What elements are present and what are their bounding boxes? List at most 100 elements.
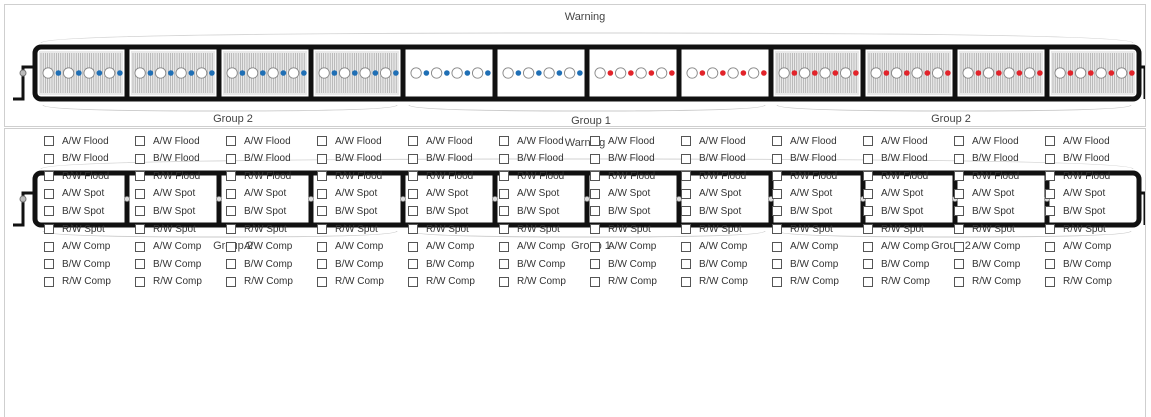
- option-checkbox[interactable]: [135, 241, 145, 252]
- option-checkbox[interactable]: [1045, 171, 1055, 182]
- option-checkbox[interactable]: [954, 136, 964, 146]
- option-checkbox[interactable]: [499, 224, 509, 234]
- option-checkbox[interactable]: [772, 259, 782, 270]
- option-checkbox[interactable]: [135, 136, 145, 146]
- option-checkbox[interactable]: [1045, 276, 1055, 287]
- option-row[interactable]: A/W Flood: [1045, 134, 1110, 148]
- option-checkbox[interactable]: [863, 206, 873, 217]
- option-row[interactable]: B/W Flood: [408, 152, 473, 166]
- option-row[interactable]: B/W Spot: [135, 204, 195, 218]
- option-checkbox[interactable]: [499, 171, 509, 182]
- option-row[interactable]: A/W Comp: [226, 240, 292, 254]
- option-row[interactable]: R/W Flood: [681, 169, 746, 183]
- option-row[interactable]: A/W Spot: [317, 187, 377, 201]
- option-row[interactable]: A/W Flood: [590, 134, 655, 148]
- option-checkbox[interactable]: [590, 153, 600, 164]
- option-checkbox[interactable]: [1045, 206, 1055, 217]
- option-checkbox[interactable]: [226, 241, 236, 252]
- option-checkbox[interactable]: [317, 224, 327, 234]
- option-checkbox[interactable]: [226, 259, 236, 270]
- option-checkbox[interactable]: [590, 276, 600, 287]
- option-checkbox[interactable]: [408, 276, 418, 287]
- option-row[interactable]: B/W Flood: [954, 152, 1019, 166]
- option-checkbox[interactable]: [863, 259, 873, 270]
- option-row[interactable]: R/W Flood: [317, 169, 382, 183]
- option-checkbox[interactable]: [135, 224, 145, 234]
- option-row[interactable]: A/W Spot: [499, 187, 559, 201]
- option-row[interactable]: A/W Comp: [681, 240, 747, 254]
- option-row[interactable]: A/W Spot: [590, 187, 650, 201]
- option-row[interactable]: A/W Comp: [954, 240, 1020, 254]
- option-checkbox[interactable]: [863, 153, 873, 164]
- option-checkbox[interactable]: [408, 241, 418, 252]
- option-row[interactable]: R/W Comp: [681, 275, 748, 289]
- option-row[interactable]: B/W Comp: [863, 257, 929, 271]
- option-row[interactable]: R/W Spot: [1045, 222, 1106, 236]
- option-row[interactable]: A/W Flood: [499, 134, 564, 148]
- option-row[interactable]: B/W Comp: [1045, 257, 1111, 271]
- option-row[interactable]: R/W Spot: [499, 222, 560, 236]
- option-checkbox[interactable]: [681, 136, 691, 146]
- option-checkbox[interactable]: [408, 259, 418, 270]
- option-checkbox[interactable]: [317, 276, 327, 287]
- option-row[interactable]: R/W Comp: [772, 275, 839, 289]
- option-checkbox[interactable]: [954, 241, 964, 252]
- option-checkbox[interactable]: [863, 224, 873, 234]
- option-checkbox[interactable]: [226, 188, 236, 199]
- option-row[interactable]: A/W Spot: [772, 187, 832, 201]
- option-checkbox[interactable]: [135, 206, 145, 217]
- option-row[interactable]: B/W Comp: [772, 257, 838, 271]
- option-checkbox[interactable]: [499, 259, 509, 270]
- option-row[interactable]: B/W Flood: [44, 152, 109, 166]
- option-checkbox[interactable]: [226, 224, 236, 234]
- option-row[interactable]: A/W Flood: [863, 134, 928, 148]
- option-row[interactable]: B/W Comp: [954, 257, 1020, 271]
- option-checkbox[interactable]: [408, 171, 418, 182]
- option-checkbox[interactable]: [681, 276, 691, 287]
- option-checkbox[interactable]: [590, 188, 600, 199]
- option-checkbox[interactable]: [681, 259, 691, 270]
- option-row[interactable]: A/W Flood: [681, 134, 746, 148]
- option-checkbox[interactable]: [317, 153, 327, 164]
- option-row[interactable]: B/W Spot: [863, 204, 923, 218]
- option-checkbox[interactable]: [226, 206, 236, 217]
- option-checkbox[interactable]: [863, 276, 873, 287]
- option-checkbox[interactable]: [772, 224, 782, 234]
- option-row[interactable]: A/W Spot: [954, 187, 1014, 201]
- option-row[interactable]: R/W Spot: [590, 222, 651, 236]
- option-row[interactable]: R/W Flood: [590, 169, 655, 183]
- option-row[interactable]: A/W Spot: [226, 187, 286, 201]
- option-checkbox[interactable]: [681, 224, 691, 234]
- option-checkbox[interactable]: [408, 136, 418, 146]
- option-checkbox[interactable]: [590, 224, 600, 234]
- option-row[interactable]: R/W Comp: [1045, 275, 1112, 289]
- option-checkbox[interactable]: [135, 171, 145, 182]
- option-checkbox[interactable]: [499, 136, 509, 146]
- option-checkbox[interactable]: [954, 206, 964, 217]
- option-row[interactable]: R/W Flood: [499, 169, 564, 183]
- option-checkbox[interactable]: [408, 206, 418, 217]
- option-row[interactable]: B/W Comp: [499, 257, 565, 271]
- option-checkbox[interactable]: [499, 206, 509, 217]
- option-row[interactable]: R/W Flood: [954, 169, 1019, 183]
- option-row[interactable]: B/W Comp: [226, 257, 292, 271]
- option-row[interactable]: A/W Comp: [499, 240, 565, 254]
- option-row[interactable]: A/W Flood: [135, 134, 200, 148]
- option-row[interactable]: R/W Spot: [317, 222, 378, 236]
- option-checkbox[interactable]: [954, 153, 964, 164]
- option-checkbox[interactable]: [772, 188, 782, 199]
- option-row[interactable]: R/W Comp: [226, 275, 293, 289]
- option-row[interactable]: R/W Spot: [226, 222, 287, 236]
- option-checkbox[interactable]: [681, 241, 691, 252]
- option-row[interactable]: R/W Spot: [135, 222, 196, 236]
- option-row[interactable]: A/W Flood: [408, 134, 473, 148]
- option-checkbox[interactable]: [1045, 188, 1055, 199]
- option-checkbox[interactable]: [681, 188, 691, 199]
- option-checkbox[interactable]: [499, 153, 509, 164]
- option-row[interactable]: B/W Comp: [135, 257, 201, 271]
- option-row[interactable]: B/W Flood: [317, 152, 382, 166]
- option-checkbox[interactable]: [772, 276, 782, 287]
- option-row[interactable]: A/W Comp: [408, 240, 474, 254]
- option-row[interactable]: B/W Spot: [590, 204, 650, 218]
- option-row[interactable]: B/W Spot: [499, 204, 559, 218]
